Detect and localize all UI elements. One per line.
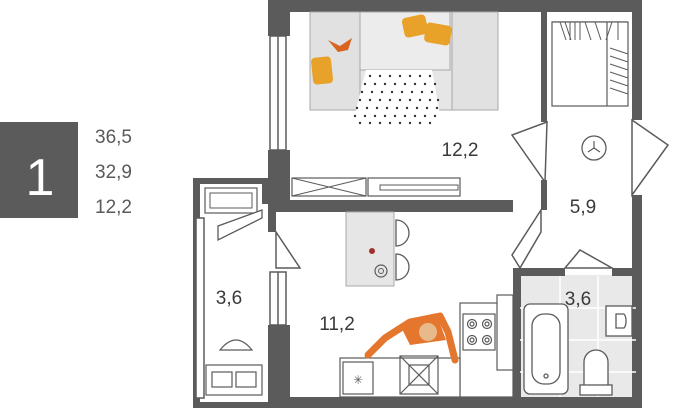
room-count: 1 bbox=[26, 149, 55, 207]
bathroom-area: 3,6 bbox=[565, 289, 591, 310]
pillow-icon bbox=[311, 14, 452, 85]
kitchen-area: 11,2 bbox=[319, 314, 355, 335]
hallway-area: 5,9 bbox=[570, 197, 596, 218]
svg-text:✳: ✳ bbox=[353, 373, 363, 387]
rug-icon bbox=[352, 70, 442, 126]
windows bbox=[195, 35, 287, 399]
person-icon bbox=[364, 312, 459, 364]
sink-icon: ✳ bbox=[342, 361, 374, 395]
decor-icon bbox=[328, 38, 352, 52]
living-area: 32,9 bbox=[95, 162, 132, 183]
washbasin-icon bbox=[605, 305, 633, 337]
door-swing bbox=[217, 209, 263, 242]
wardrobe bbox=[551, 21, 629, 107]
hangers-icon bbox=[559, 21, 629, 95]
door-swing bbox=[631, 118, 670, 198]
balcony-window bbox=[195, 217, 205, 399]
balcony-area: 3,6 bbox=[216, 288, 242, 309]
tv-unit-icon bbox=[291, 177, 461, 197]
toilet-icon bbox=[579, 349, 613, 396]
bathroom: 3,6 bbox=[520, 276, 636, 397]
door-swing bbox=[563, 249, 615, 269]
fan-icon bbox=[581, 135, 607, 161]
room-count-badge bbox=[0, 122, 78, 218]
bar-stool-icon bbox=[395, 219, 410, 281]
door-swing bbox=[275, 229, 302, 269]
hallway-doors bbox=[510, 118, 670, 270]
door-swing bbox=[511, 207, 542, 270]
bathtub-icon bbox=[523, 303, 569, 395]
armchair-icon bbox=[205, 339, 263, 396]
plan-info: 1 36,5 32,9 12,2 bbox=[0, 122, 132, 218]
total-area: 36,5 bbox=[95, 127, 132, 148]
kitchen: ✳ 11,2 bbox=[275, 211, 514, 398]
door-swing bbox=[510, 120, 548, 185]
living-room: 12,2 bbox=[291, 11, 499, 197]
cooker-hood-icon bbox=[399, 355, 439, 395]
counter-sink-icon bbox=[374, 264, 388, 278]
kitchen-area: 12,2 bbox=[95, 197, 132, 218]
stove-icon bbox=[462, 313, 496, 351]
balcony: 3,6 bbox=[204, 187, 263, 396]
living-room-area: 12,2 bbox=[442, 140, 479, 161]
fridge-icon bbox=[496, 294, 514, 371]
